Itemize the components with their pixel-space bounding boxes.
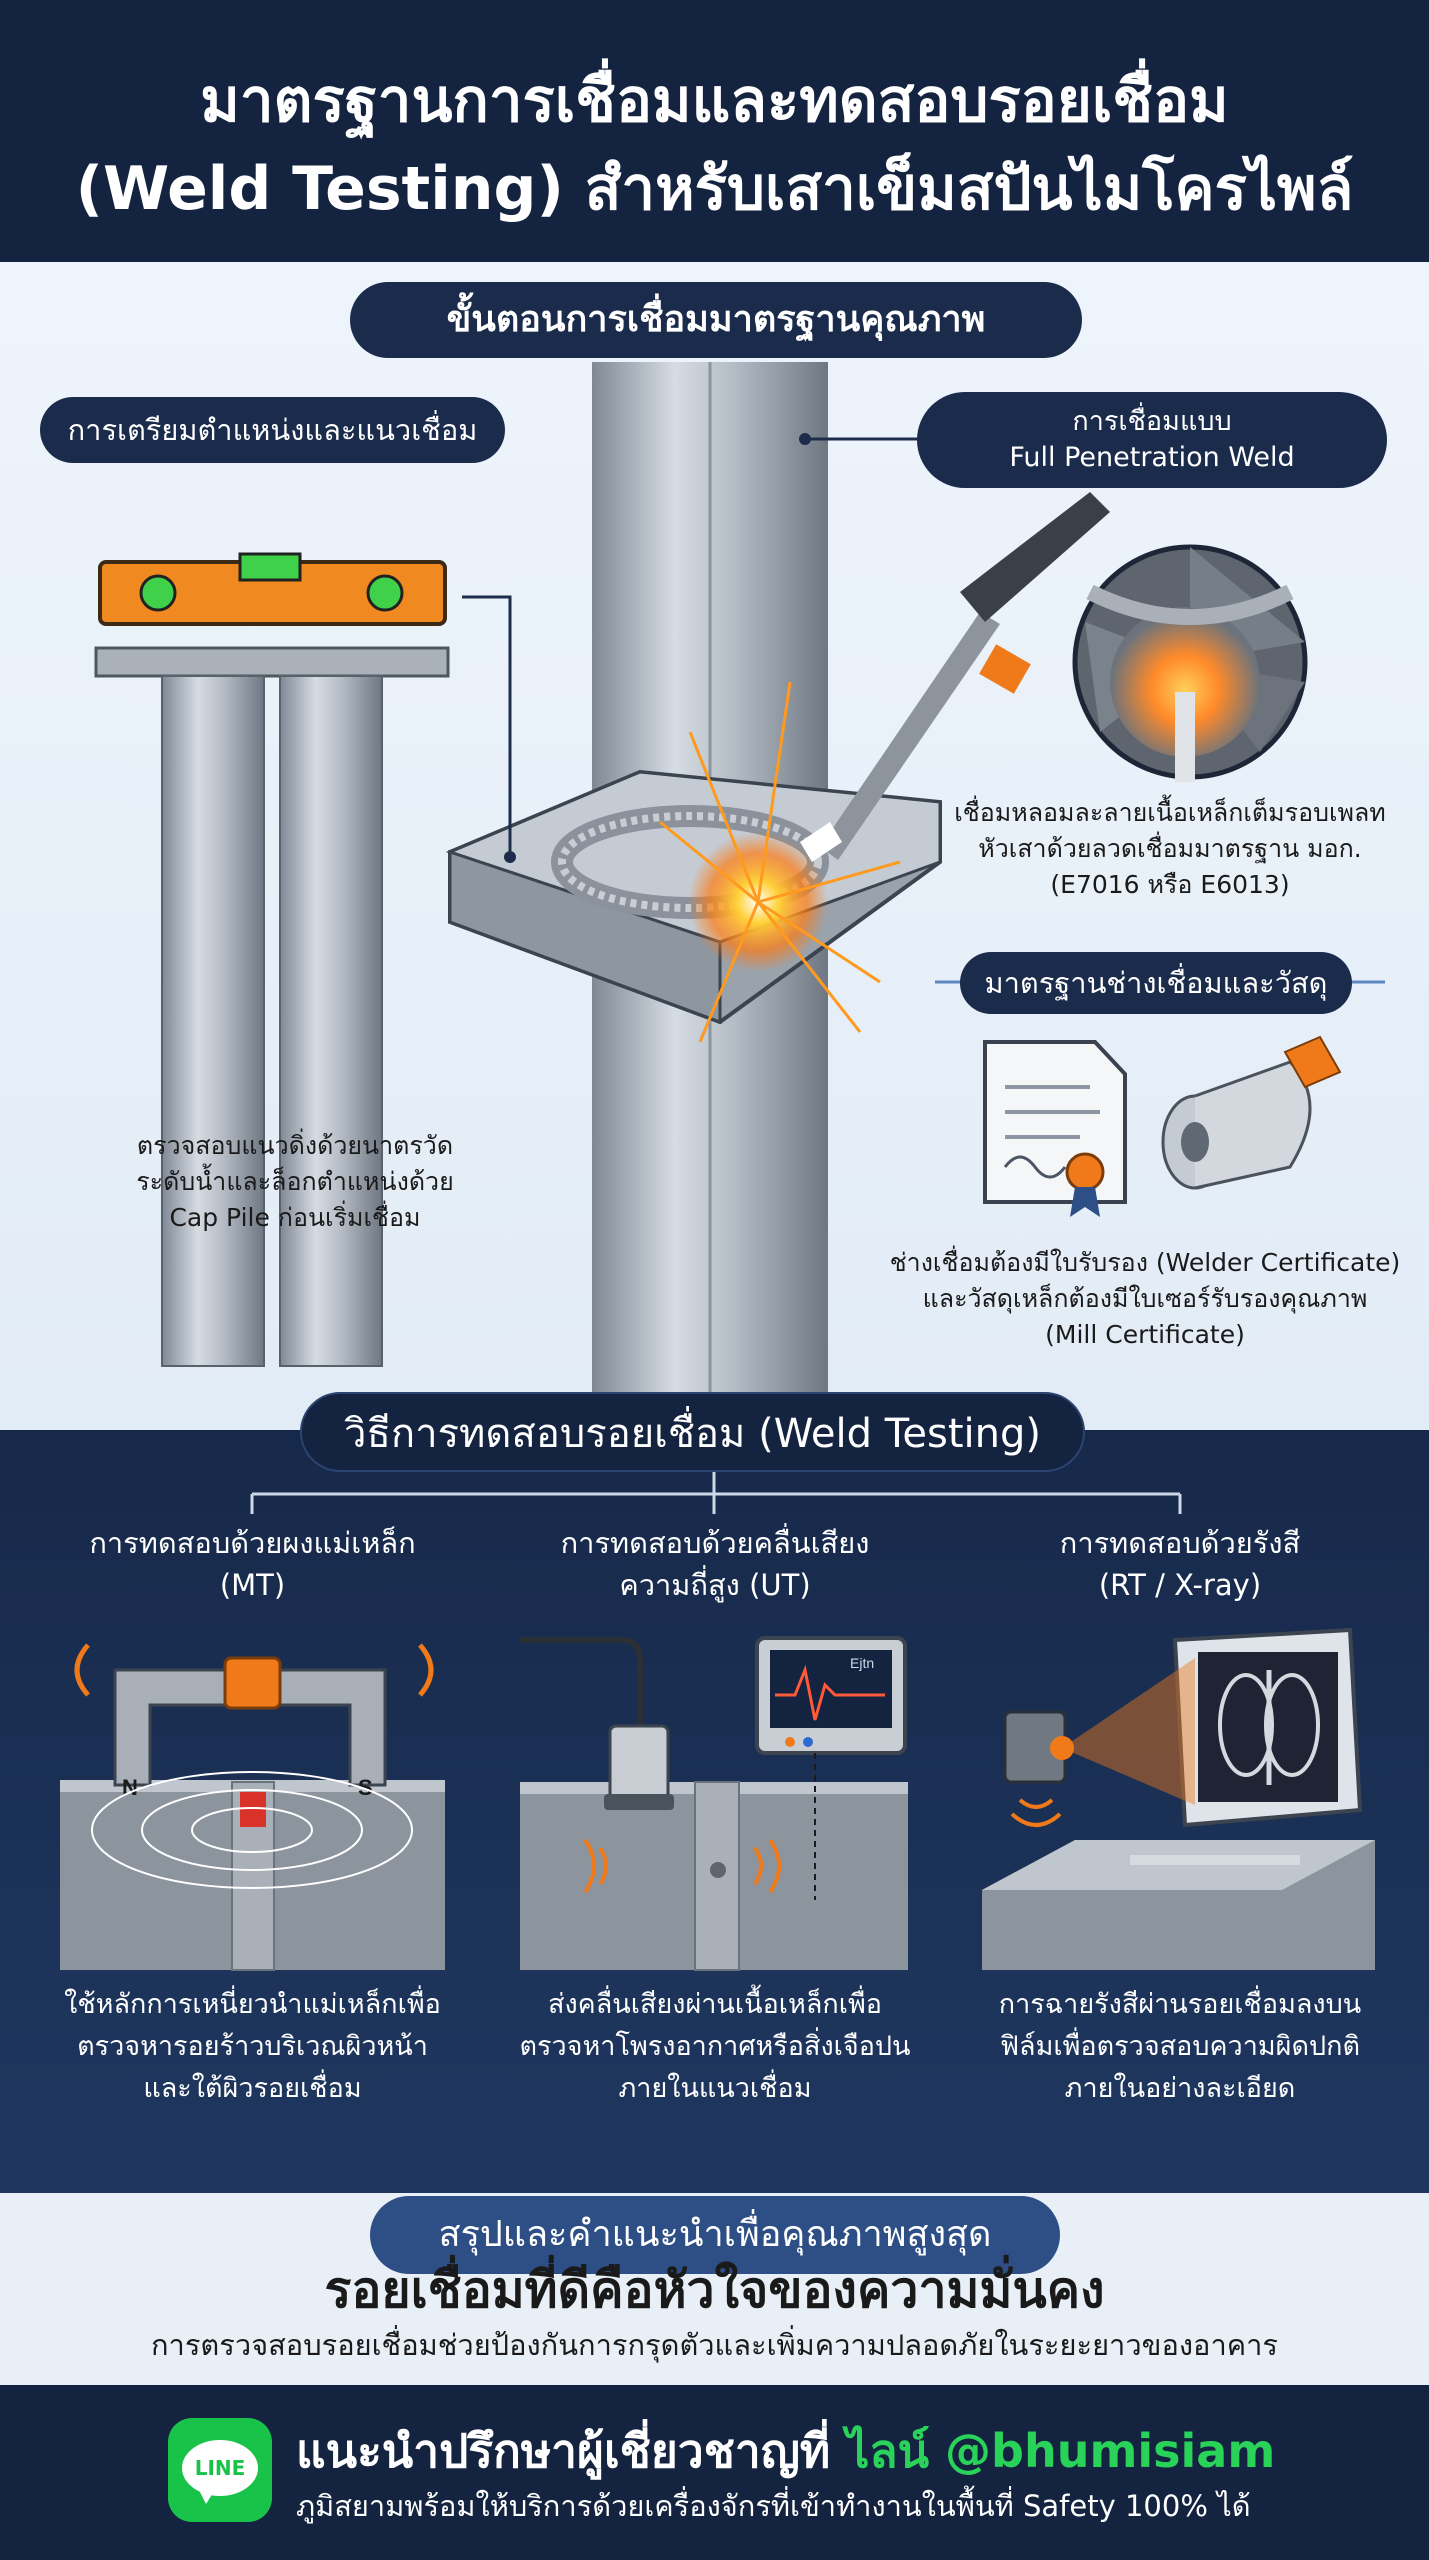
full-penetration-caption: เชื่อมหลอมละลายเนื้อเหล็กเต็มรอบเพลท หัว… xyxy=(920,795,1420,903)
rt-desc-line2: ฟิล์มเพื่อตรวจสอบความผิดปกติ xyxy=(999,2031,1361,2062)
page-title-line2: (Weld Testing) สำหรับเสาเข็มสปันไมโครไพล… xyxy=(75,154,1354,224)
full-penetration-label: การเชื่อมแบบ Full Penetration Weld xyxy=(917,392,1387,488)
ut-title-line1: การทดสอบด้วยคลื่นเสียง xyxy=(560,1526,870,1560)
mt-desc-line2: ตรวจหารอยร้าวบริเวณผิวหน้า xyxy=(77,2031,428,2062)
testing-illustration: N S Ejtn xyxy=(60,1472,1375,1971)
ut-title: การทดสอบด้วยคลื่นเสียง ความถี่สูง (UT) xyxy=(490,1522,940,1606)
cap-pile xyxy=(94,646,450,678)
prep-caption-line2: ระดับน้ำและล็อกตำแหน่งด้วย xyxy=(136,1167,454,1196)
ut-illustration: Ejtn xyxy=(520,1636,908,1971)
welding-illustration xyxy=(94,362,1385,1430)
header-banner xyxy=(0,0,1429,262)
pile-right xyxy=(279,675,383,1367)
prep-caption-line3: Cap Pile ก่อนเริ่มเชื่อม xyxy=(169,1203,421,1232)
standards-caption-line2: และวัสดุเหล็กต้องมีใบเซอร์รับรองคุณภาพ xyxy=(922,1284,1368,1313)
mt-desc-line1: ใช้หลักการเหนี่ยวนำแม่เหล็กเพื่อ xyxy=(64,1989,441,2020)
mt-illustration: N S xyxy=(60,1643,445,1971)
rt-illustration xyxy=(982,1627,1375,1970)
ut-title-line2: ความถี่สูง (UT) xyxy=(619,1568,811,1602)
prep-caption: ตรวจสอบแนวดิ่งด้วยนาตรวัด ระดับน้ำและล็อ… xyxy=(85,1128,505,1236)
ut-description: ส่งคลื่นเสียงผ่านเนื้อเหล็กเพื่อ ตรวจหาโ… xyxy=(490,1984,940,2110)
rt-title: การทดสอบด้วยรังสี (RT / X-ray) xyxy=(960,1522,1400,1606)
mt-title: การทดสอบด้วยผงแม่เหล็ก (MT) xyxy=(30,1522,475,1606)
pile-left xyxy=(161,675,265,1367)
full-penetration-caption-line2: หัวเสาด้วยลวดเชื่อมมาตรฐาน มอก. xyxy=(978,834,1362,863)
testing-section-title: วิธีการทดสอบรอยเชื่อม (Weld Testing) xyxy=(300,1392,1085,1472)
mt-title-line1: การทดสอบด้วยผงแม่เหล็ก xyxy=(89,1526,416,1560)
magnet-s-label: S xyxy=(358,1775,373,1800)
line-id-link[interactable]: ไลน์ @bhumisiam xyxy=(846,2424,1276,2478)
summary-headline: รอยเชื่อมที่ดีคือหัวใจของความมั่นคง xyxy=(324,2261,1105,2319)
magnet-n-label: N xyxy=(122,1775,138,1800)
ut-desc-line3: ภายในแนวเชื่อม xyxy=(618,2073,812,2104)
standards-label: มาตรฐานช่างเชื่อมและวัสดุ xyxy=(960,952,1352,1014)
standards-caption: ช่างเชื่อมต้องมีใบรับรอง (Welder Certifi… xyxy=(870,1245,1420,1353)
summary-section-title: สรุปและคำแนะนำเพื่อคุณภาพสูงสุด xyxy=(370,2196,1060,2274)
full-penetration-caption-line1: เชื่อมหลอมละลายเนื้อเหล็กเต็มรอบเพลท xyxy=(954,798,1386,827)
mt-desc-line3: และใต้ผิวรอยเชื่อม xyxy=(143,2073,362,2104)
prep-caption-line1: ตรวจสอบแนวดิ่งด้วยนาตรวัด xyxy=(136,1131,454,1160)
line-logo-text: LINE xyxy=(194,2456,246,2480)
footer-contact: แนะนำปรึกษาผู้เชี่ยวชาญที่ ไลน์ @bhumisi… xyxy=(296,2420,1376,2482)
welding-torch xyxy=(820,612,1000,860)
ut-desc-line2: ตรวจหาโพรงอากาศหรือสิ่งเจือปน xyxy=(519,2031,911,2062)
rt-desc-line1: การฉายรังสีผ่านรอยเชื่อมลงบน xyxy=(998,1989,1362,2020)
full-penetration-label-line1: การเชื่อมแบบ xyxy=(1072,406,1232,437)
footer-main-text: แนะนำปรึกษาผู้เชี่ยวชาญที่ xyxy=(296,2424,831,2478)
rt-desc-line3: ภายในอย่างละเอียด xyxy=(1064,2073,1296,2104)
ut-screen-label: Ejtn xyxy=(850,1655,874,1671)
summary-subtext: การตรวจสอบรอยเชื่อมช่วยป้องกันการกรุดตัว… xyxy=(150,2328,1278,2362)
ut-desc-line1: ส่งคลื่นเสียงผ่านเนื้อเหล็กเพื่อ xyxy=(548,1989,882,2020)
mt-title-line2: (MT) xyxy=(219,1568,286,1602)
standards-caption-line1: ช่างเชื่อมต้องมีใบรับรอง (Welder Certifi… xyxy=(889,1248,1401,1277)
certificate-doc xyxy=(983,1040,1127,1204)
rt-title-line1: การทดสอบด้วยรังสี xyxy=(1059,1526,1301,1560)
rt-description: การฉายรังสีผ่านรอยเชื่อมลงบน ฟิล์มเพื่อต… xyxy=(960,1984,1400,2110)
full-penetration-caption-line3: (E7016 หรือ E6013) xyxy=(1050,870,1290,899)
prep-label: การเตรียมตำแหน่งและแนวเชื่อม xyxy=(40,397,505,463)
line-logo-icon[interactable]: LINE xyxy=(168,2418,272,2522)
full-penetration-label-line2: Full Penetration Weld xyxy=(1009,442,1295,473)
footer-subtext: ภูมิสยามพร้อมให้บริการด้วยเครื่องจักรที่… xyxy=(296,2489,1251,2523)
mt-description: ใช้หลักการเหนี่ยวนำแม่เหล็กเพื่อ ตรวจหาร… xyxy=(30,1984,475,2110)
page-title-line1: มาตรฐานการเชื่อมและทดสอบรอยเชื่อม xyxy=(200,66,1229,136)
welding-section-title: ขั้นตอนการเชื่อมมาตรฐานคุณภาพ xyxy=(350,282,1082,358)
standards-caption-line3: (Mill Certificate) xyxy=(1045,1320,1245,1349)
rt-title-line2: (RT / X-ray) xyxy=(1098,1568,1262,1602)
